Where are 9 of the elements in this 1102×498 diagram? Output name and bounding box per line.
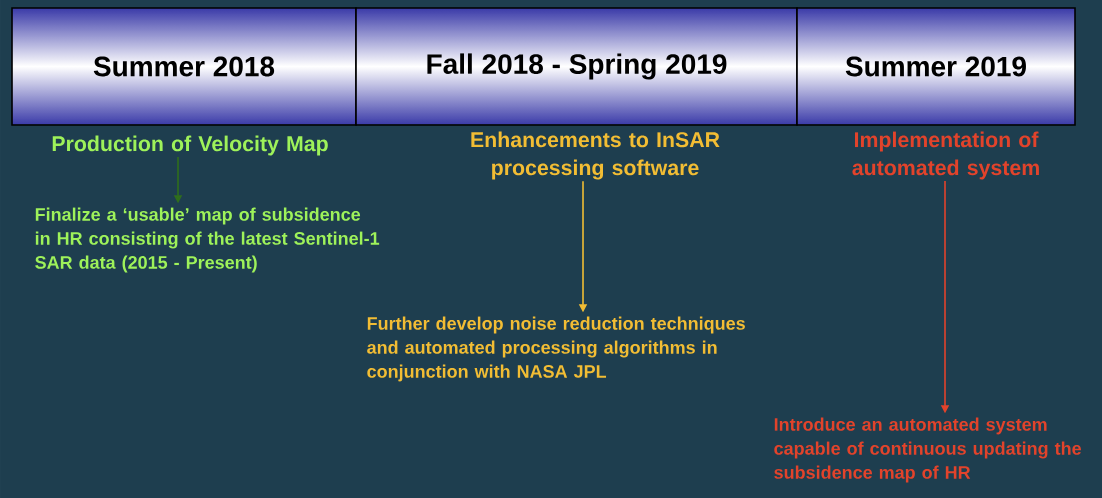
phase-heading: Enhancements to InSAR processing software — [471, 131, 720, 180]
task-description: Introduce an automated system capable of continuous updating the subsidence map of HR — [774, 417, 1081, 483]
phase-heading: Production of Velocity Map — [52, 135, 328, 156]
phase-heading: Implementation of automated system — [852, 131, 1039, 180]
timeline-period: Fall 2018 - Spring 2019 — [355, 7, 798, 126]
task-description: Finalize a ‘usable’ map of subsidence in HR consisting of the latest Sentinel-1 SAR data (2015 - Present) — [35, 207, 380, 273]
timeline-period: Summer 2019 — [796, 7, 1076, 126]
task-description: Further develop noise reduction techniques and automated processing algorithms in conjunction with NASA JPL — [367, 316, 745, 382]
timeline-period: Summer 2018 — [11, 7, 357, 126]
